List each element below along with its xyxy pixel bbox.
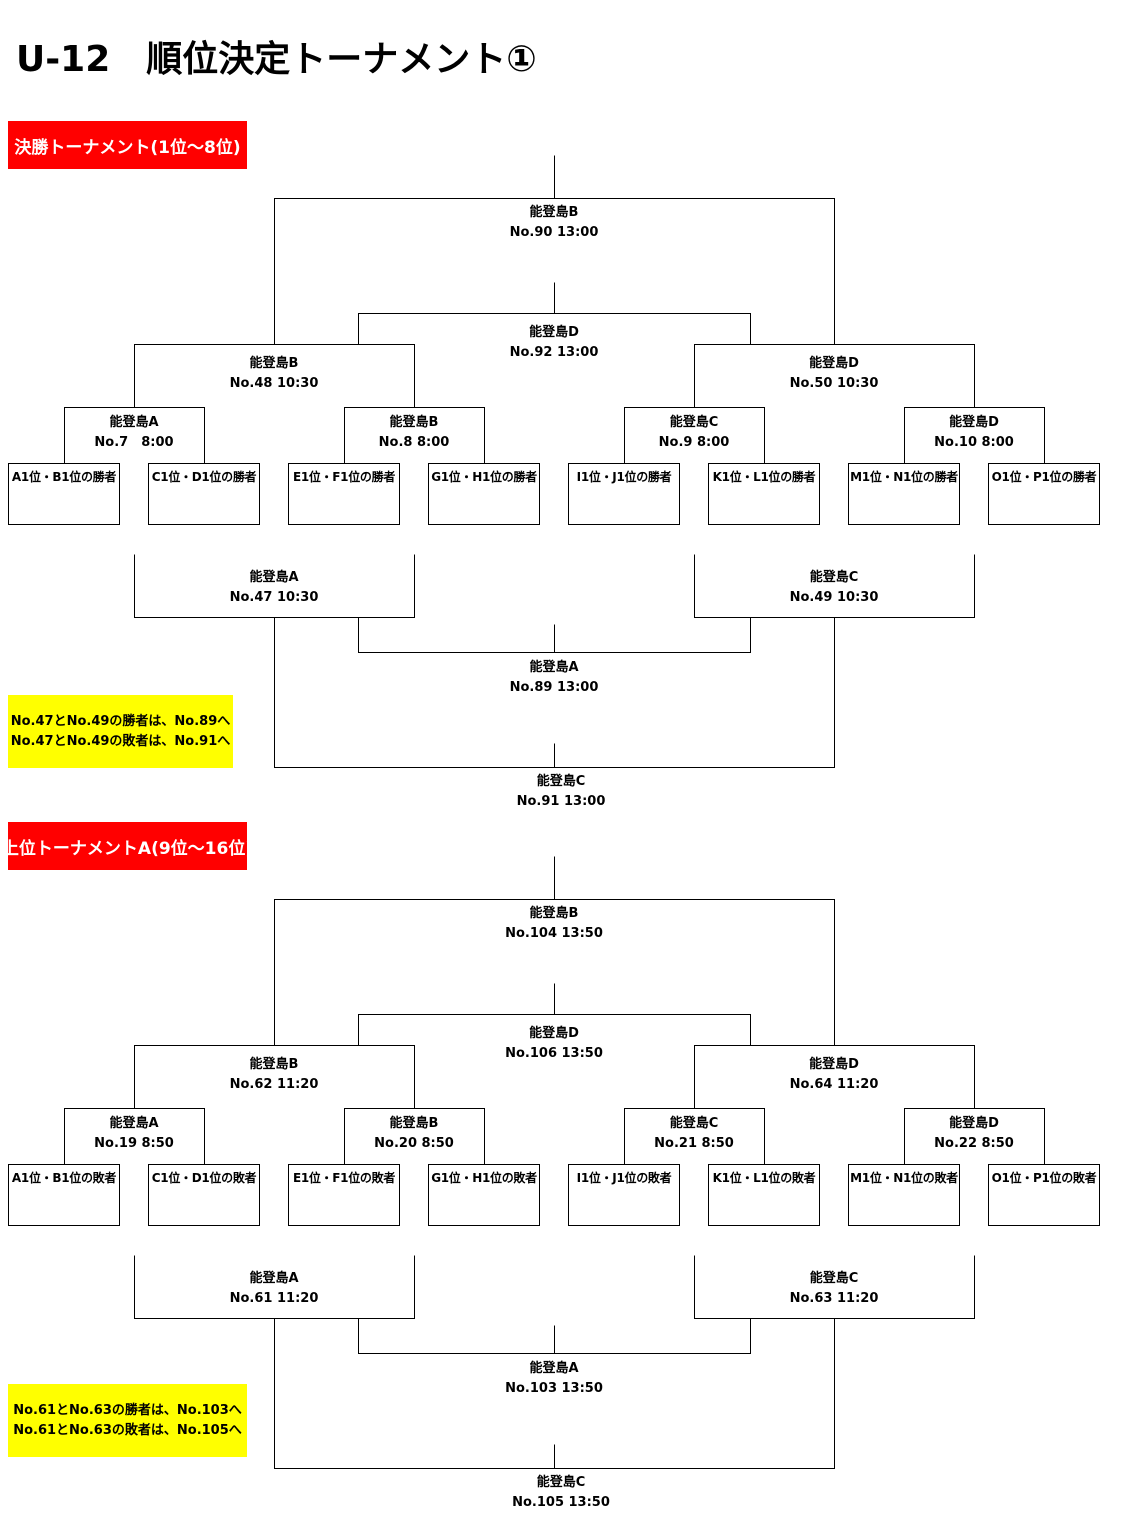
match-final-lower: 能登島C No.91 13:00 bbox=[517, 772, 606, 812]
venue-label: 能登島A bbox=[109, 415, 159, 430]
match-label: No.10 8:00 bbox=[934, 435, 1014, 450]
team-entry: A1位・B1位の敗者 bbox=[8, 1164, 120, 1226]
venue-label: 能登島A bbox=[249, 570, 299, 585]
match-semi-lower: 能登島A No.103 13:50 bbox=[505, 1359, 603, 1399]
match-r1: 能登島C No.9 8:00 bbox=[659, 413, 730, 453]
venue-label: 能登島B bbox=[249, 1057, 299, 1072]
match-label: No.48 10:30 bbox=[229, 376, 319, 391]
match-semi-lower: 能登島A No.89 13:00 bbox=[510, 658, 599, 698]
match-label: No.89 13:00 bbox=[509, 680, 599, 695]
match-r2-upper: 能登島D No.50 10:30 bbox=[790, 354, 879, 394]
match-label: No.21 8:50 bbox=[654, 1136, 734, 1151]
note-box: No.47とNo.49の勝者は、No.89へ No.47とNo.49の敗者は、N… bbox=[8, 695, 233, 768]
match-label: No.105 13:50 bbox=[512, 1495, 610, 1510]
match-r2-upper: 能登島B No.62 11:20 bbox=[230, 1055, 319, 1095]
team-entry: K1位・L1位の敗者 bbox=[708, 1164, 820, 1226]
venue-label: 能登島C bbox=[809, 570, 859, 585]
venue-label: 能登島C bbox=[669, 415, 719, 430]
venue-label: 能登島B bbox=[529, 205, 579, 220]
match-final-upper: 能登島B No.90 13:00 bbox=[510, 203, 599, 243]
team-entry: A1位・B1位の勝者 bbox=[8, 463, 120, 525]
match-label: No.7 8:00 bbox=[94, 435, 174, 450]
venue-label: 能登島D bbox=[809, 356, 859, 371]
team-entry: C1位・D1位の勝者 bbox=[148, 463, 260, 525]
team-entry: O1位・P1位の敗者 bbox=[988, 1164, 1100, 1226]
match-r1: 能登島D No.10 8:00 bbox=[934, 413, 1014, 453]
team-entry: M1位・N1位の敗者 bbox=[848, 1164, 960, 1226]
team-entry: I1位・J1位の勝者 bbox=[568, 463, 680, 525]
team-entry: E1位・F1位の勝者 bbox=[288, 463, 400, 525]
match-label: No.20 8:50 bbox=[374, 1136, 454, 1151]
match-r2-lower: 能登島A No.47 10:30 bbox=[230, 568, 319, 608]
match-semi-upper: 能登島D No.106 13:50 bbox=[505, 1024, 603, 1064]
match-label: No.91 13:00 bbox=[516, 794, 606, 809]
match-label: No.92 13:00 bbox=[509, 345, 599, 360]
match-label: No.8 8:00 bbox=[378, 435, 450, 450]
venue-label: 能登島D bbox=[809, 1057, 859, 1072]
venue-label: 能登島C bbox=[536, 1475, 586, 1490]
match-final-upper: 能登島B No.104 13:50 bbox=[505, 904, 603, 944]
match-label: No.50 10:30 bbox=[789, 376, 879, 391]
venue-label: 能登島D bbox=[529, 1026, 579, 1041]
venue-label: 能登島B bbox=[389, 415, 439, 430]
match-label: No.19 8:50 bbox=[94, 1136, 174, 1151]
match-r2-lower: 能登島A No.61 11:20 bbox=[230, 1269, 319, 1309]
venue-label: 能登島D bbox=[949, 415, 999, 430]
venue-label: 能登島D bbox=[529, 325, 579, 340]
match-r1: 能登島C No.21 8:50 bbox=[654, 1114, 734, 1154]
team-entry: O1位・P1位の勝者 bbox=[988, 463, 1100, 525]
team-entry: E1位・F1位の敗者 bbox=[288, 1164, 400, 1226]
match-label: No.106 13:50 bbox=[505, 1046, 603, 1061]
match-final-lower: 能登島C No.105 13:50 bbox=[512, 1473, 610, 1513]
match-label: No.49 10:30 bbox=[789, 590, 879, 605]
match-label: No.61 11:20 bbox=[229, 1291, 319, 1306]
match-label: No.90 13:00 bbox=[509, 225, 599, 240]
venue-label: 能登島A bbox=[249, 1271, 299, 1286]
venue-label: 能登島A bbox=[529, 1361, 579, 1376]
match-label: No.63 11:20 bbox=[789, 1291, 879, 1306]
match-label: No.64 11:20 bbox=[789, 1077, 879, 1092]
team-entry: C1位・D1位の敗者 bbox=[148, 1164, 260, 1226]
match-label: No.47 10:30 bbox=[229, 590, 319, 605]
match-r2-lower: 能登島C No.63 11:20 bbox=[790, 1269, 879, 1309]
team-entry: G1位・H1位の敗者 bbox=[428, 1164, 540, 1226]
note-line: No.47とNo.49の勝者は、No.89へ bbox=[10, 713, 231, 729]
match-r2-upper: 能登島D No.64 11:20 bbox=[790, 1055, 879, 1095]
section-heading: 決勝トーナメント(1位～8位) bbox=[8, 121, 247, 169]
match-r2-lower: 能登島C No.49 10:30 bbox=[790, 568, 879, 608]
match-r1: 能登島A No.19 8:50 bbox=[94, 1114, 174, 1154]
match-r1: 能登島D No.22 8:50 bbox=[934, 1114, 1014, 1154]
team-entry: G1位・H1位の勝者 bbox=[428, 463, 540, 525]
match-r1: 能登島A No.7 8:00 bbox=[94, 413, 173, 453]
note-line: No.47とNo.49の敗者は、No.91へ bbox=[10, 733, 231, 749]
match-r1: 能登島B No.8 8:00 bbox=[379, 413, 450, 453]
team-entry: K1位・L1位の勝者 bbox=[708, 463, 820, 525]
match-r1: 能登島B No.20 8:50 bbox=[374, 1114, 454, 1154]
venue-label: 能登島A bbox=[109, 1116, 159, 1131]
venue-label: 能登島C bbox=[669, 1116, 719, 1131]
note-line: No.61とNo.63の敗者は、No.105へ bbox=[13, 1422, 242, 1438]
match-label: No.103 13:50 bbox=[505, 1381, 603, 1396]
venue-label: 能登島D bbox=[949, 1116, 999, 1131]
match-label: No.9 8:00 bbox=[658, 435, 730, 450]
match-semi-upper: 能登島D No.92 13:00 bbox=[510, 323, 599, 363]
match-label: No.62 11:20 bbox=[229, 1077, 319, 1092]
match-label: No.22 8:50 bbox=[934, 1136, 1014, 1151]
page-title: U-12 順位決定トーナメント① bbox=[16, 39, 537, 80]
match-label: No.104 13:50 bbox=[505, 926, 603, 941]
team-entry: M1位・N1位の勝者 bbox=[848, 463, 960, 525]
venue-label: 能登島C bbox=[809, 1271, 859, 1286]
note-box: No.61とNo.63の勝者は、No.103へ No.61とNo.63の敗者は、… bbox=[8, 1384, 247, 1457]
venue-label: 能登島B bbox=[249, 356, 299, 371]
venue-label: 能登島B bbox=[389, 1116, 439, 1131]
match-r2-upper: 能登島B No.48 10:30 bbox=[230, 354, 319, 394]
venue-label: 能登島B bbox=[529, 906, 579, 921]
venue-label: 能登島A bbox=[529, 660, 579, 675]
team-entry: I1位・J1位の敗者 bbox=[568, 1164, 680, 1226]
note-line: No.61とNo.63の勝者は、No.103へ bbox=[13, 1402, 242, 1418]
section-heading: 上位トーナメントA(9位～16位) bbox=[2, 822, 253, 870]
venue-label: 能登島C bbox=[536, 774, 586, 789]
